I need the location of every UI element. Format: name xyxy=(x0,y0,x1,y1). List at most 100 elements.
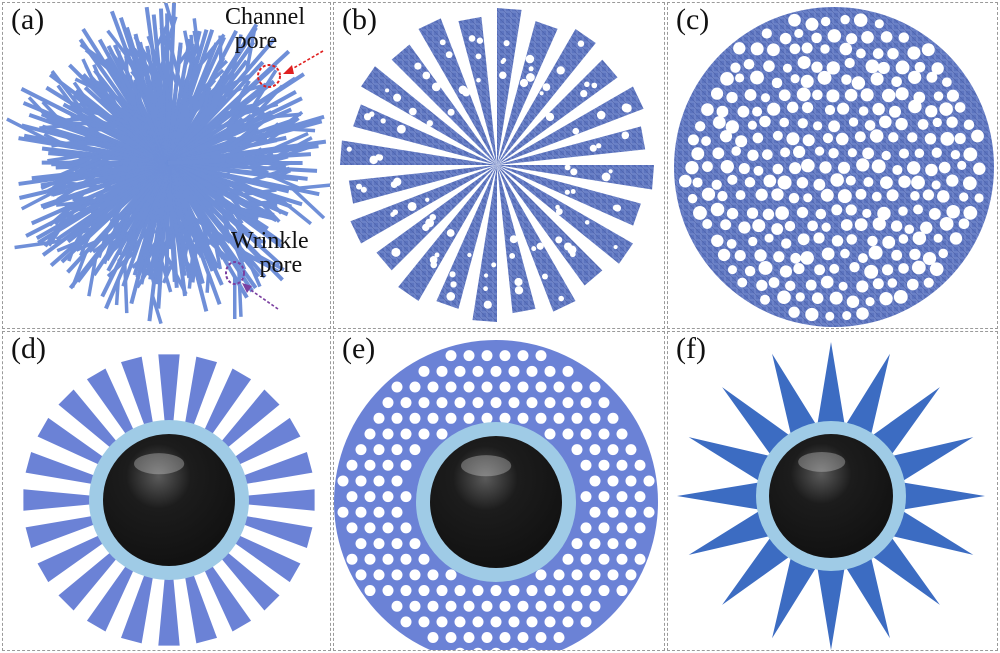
fiber-branch xyxy=(54,120,91,126)
fiber-branch xyxy=(282,145,309,158)
porous-disk xyxy=(674,7,994,327)
sector-pore xyxy=(621,103,631,113)
sector-pore xyxy=(429,256,438,264)
pore xyxy=(803,193,813,203)
wrinkle-pore-arrowhead xyxy=(242,283,252,293)
fiber-branch xyxy=(225,158,269,175)
ring-pore xyxy=(634,491,646,503)
pore xyxy=(839,42,853,56)
channel-pore-marker xyxy=(257,64,281,88)
pore xyxy=(821,247,835,261)
pore xyxy=(928,208,941,220)
pore xyxy=(871,159,886,174)
pore xyxy=(869,129,884,143)
pore xyxy=(907,46,921,60)
ring-pore xyxy=(634,459,646,471)
pore xyxy=(820,44,830,54)
ring-pore xyxy=(463,350,475,362)
pore xyxy=(731,146,742,156)
pore xyxy=(845,204,857,216)
pore xyxy=(880,31,893,43)
pore xyxy=(907,132,918,143)
ring-pore xyxy=(382,585,394,597)
fiber-branch xyxy=(211,172,231,180)
sector-pore xyxy=(360,186,367,193)
pore xyxy=(865,59,880,74)
pore xyxy=(898,263,909,274)
pore xyxy=(793,263,805,275)
ring-pore xyxy=(625,444,637,456)
ring-pore xyxy=(400,428,412,440)
pore xyxy=(820,275,834,289)
pore xyxy=(795,292,805,302)
ring-pore xyxy=(364,553,376,565)
pore xyxy=(801,158,815,173)
radial-block xyxy=(58,546,123,611)
radial-block xyxy=(37,531,111,583)
sector-pore xyxy=(514,286,524,295)
pore xyxy=(937,190,950,203)
radial-block xyxy=(25,451,103,486)
fiber-branch xyxy=(53,189,87,226)
fiber-branch xyxy=(261,112,302,120)
fiber-branch xyxy=(193,226,232,262)
sector-pore xyxy=(509,235,518,244)
sector xyxy=(497,21,558,165)
fiber-branch xyxy=(39,122,76,130)
ring-pore xyxy=(418,553,430,565)
sector xyxy=(391,44,497,165)
pore xyxy=(898,175,911,188)
pore xyxy=(779,265,793,278)
sector xyxy=(472,165,497,322)
sector-pore xyxy=(450,281,457,288)
ring-pore xyxy=(535,569,547,581)
pore xyxy=(750,70,764,85)
pore xyxy=(678,174,692,188)
ring-pore xyxy=(508,616,520,628)
fiber-branch xyxy=(86,105,129,125)
ring-pore xyxy=(436,397,448,409)
fiber-branch xyxy=(227,136,252,152)
ring-pore xyxy=(364,459,376,471)
fiber-branch xyxy=(87,254,98,297)
pore xyxy=(872,48,884,59)
pore xyxy=(860,88,874,102)
fiber-branch xyxy=(193,216,216,234)
sector-pore xyxy=(430,261,438,269)
fiber-branch xyxy=(133,35,158,74)
pore xyxy=(735,135,748,148)
ring-pore xyxy=(499,350,511,362)
ring-pore xyxy=(598,428,610,440)
pore xyxy=(950,149,961,160)
pore xyxy=(851,76,866,90)
ring-pore xyxy=(589,600,601,612)
pore xyxy=(733,42,746,55)
sector-pore xyxy=(356,183,363,190)
pore xyxy=(844,88,858,102)
ring-pore xyxy=(445,350,457,362)
pore xyxy=(892,164,903,175)
ring-pore xyxy=(580,491,592,503)
fiber-branch xyxy=(229,34,243,82)
pore xyxy=(720,219,732,231)
ring-pore xyxy=(382,397,394,409)
panel-f-label: (f) xyxy=(676,332,706,365)
pore xyxy=(805,17,819,31)
fiber-branch xyxy=(242,110,266,132)
pore xyxy=(737,277,748,288)
ring-pore xyxy=(346,553,358,565)
pore xyxy=(750,42,764,56)
pore xyxy=(895,87,909,101)
pore xyxy=(760,93,771,103)
fiber-branch xyxy=(187,257,195,289)
channel-pore-arrowhead xyxy=(283,65,294,74)
ring-pore xyxy=(544,428,556,440)
sector-pore xyxy=(393,93,402,102)
pore xyxy=(914,61,926,73)
ring-pore xyxy=(400,459,412,471)
sector xyxy=(348,165,497,204)
ring-pore xyxy=(598,491,610,503)
pore xyxy=(908,99,922,114)
fiber-branch xyxy=(90,180,126,220)
porous-disk-diagram xyxy=(674,7,994,327)
